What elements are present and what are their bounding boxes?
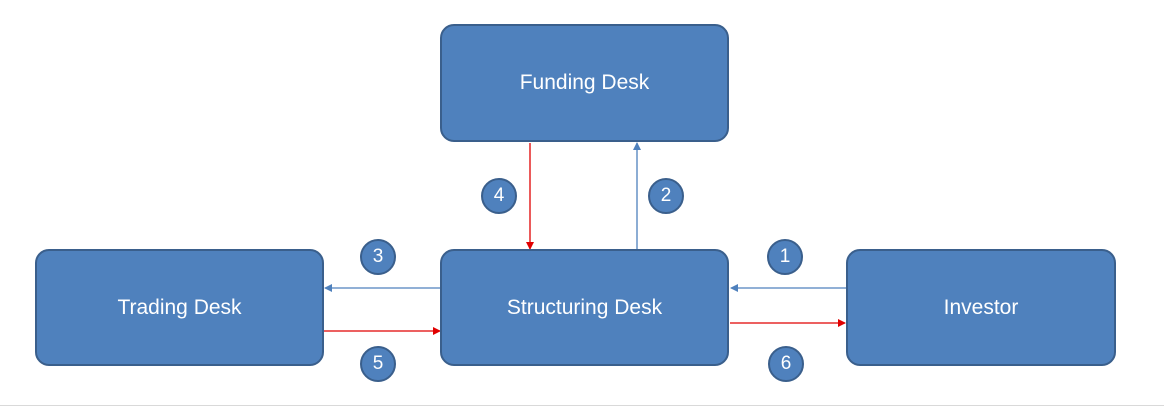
structuring-desk-box: Structuring Desk xyxy=(440,249,729,366)
bottom-divider xyxy=(0,405,1164,406)
funding-desk-box: Funding Desk xyxy=(440,24,729,142)
step-badge-1: 1 xyxy=(767,239,803,275)
step-badge-6: 6 xyxy=(768,346,804,382)
investor-box: Investor xyxy=(846,249,1116,366)
structuring-desk-label: Structuring Desk xyxy=(506,295,663,319)
trading-desk-label: Trading Desk xyxy=(117,295,242,319)
step-badge-4: 4 xyxy=(481,178,517,214)
funding-desk-label: Funding Desk xyxy=(519,71,650,94)
step-badge-2: 2 xyxy=(648,178,684,214)
step-badge-3: 3 xyxy=(360,239,396,275)
step-badge-5: 5 xyxy=(360,346,396,382)
investor-label: Investor xyxy=(943,295,1019,319)
trading-desk-box: Trading Desk xyxy=(35,249,324,366)
